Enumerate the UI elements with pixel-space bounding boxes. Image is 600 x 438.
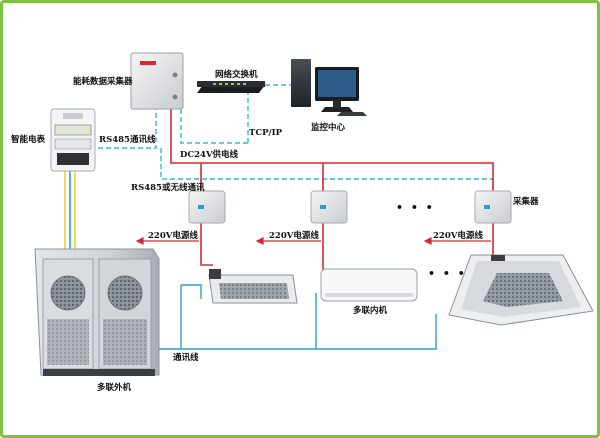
duct-indoor-unit	[208, 269, 298, 304]
outdoor-unit	[34, 248, 160, 376]
acquirer-unit-3	[474, 190, 512, 224]
monitoring-pc	[291, 59, 367, 116]
comm-line-label: 通讯线	[173, 353, 199, 363]
tcpip-label: TCP/IP	[249, 128, 282, 138]
power-arrows	[135, 237, 491, 245]
indoor-label: 多联内机	[353, 306, 388, 316]
meter-label: 智能电表	[11, 135, 46, 145]
collector-label: 能耗数据采集器	[73, 77, 133, 87]
comm-line-duct	[181, 284, 202, 299]
acquirer-unit-2	[310, 190, 348, 224]
wall-indoor-unit	[320, 268, 418, 302]
tcpip-collector-link	[180, 93, 248, 144]
ellipsis-lower: • • •	[428, 267, 467, 280]
power-wiring	[170, 93, 494, 271]
ellipsis-upper: • • •	[396, 201, 435, 214]
smart-meter	[50, 108, 96, 172]
comm-line-bottom	[155, 314, 437, 350]
meter-wiring	[64, 171, 76, 255]
dc24v-label: DC24V供电线	[180, 150, 239, 160]
monitor-label: 监控中心	[311, 123, 346, 133]
cassette-indoor-unit	[448, 254, 594, 326]
comm-wiring	[155, 284, 437, 350]
dc24v-supply-line	[170, 93, 494, 193]
switch-label: 网络交换机	[215, 70, 258, 80]
acquirer-unit-1	[188, 190, 226, 224]
power-label-3: 220V电源线	[433, 231, 483, 241]
power-to-duct	[200, 223, 213, 266]
rs485-wireless-label: RS485或无线通讯	[131, 183, 205, 193]
power-label-2: 220V电源线	[269, 231, 319, 241]
network-switch	[197, 81, 265, 93]
collector-box	[130, 52, 184, 110]
rs485-meter-to-collector	[98, 103, 157, 149]
acquirer-label: 采集器	[513, 197, 539, 207]
outdoor-label: 多联外机	[97, 383, 132, 393]
rs485-label: RS485通讯线	[99, 135, 156, 145]
diagram-canvas	[34, 52, 594, 376]
power-label-1: 220V电源线	[148, 231, 198, 241]
